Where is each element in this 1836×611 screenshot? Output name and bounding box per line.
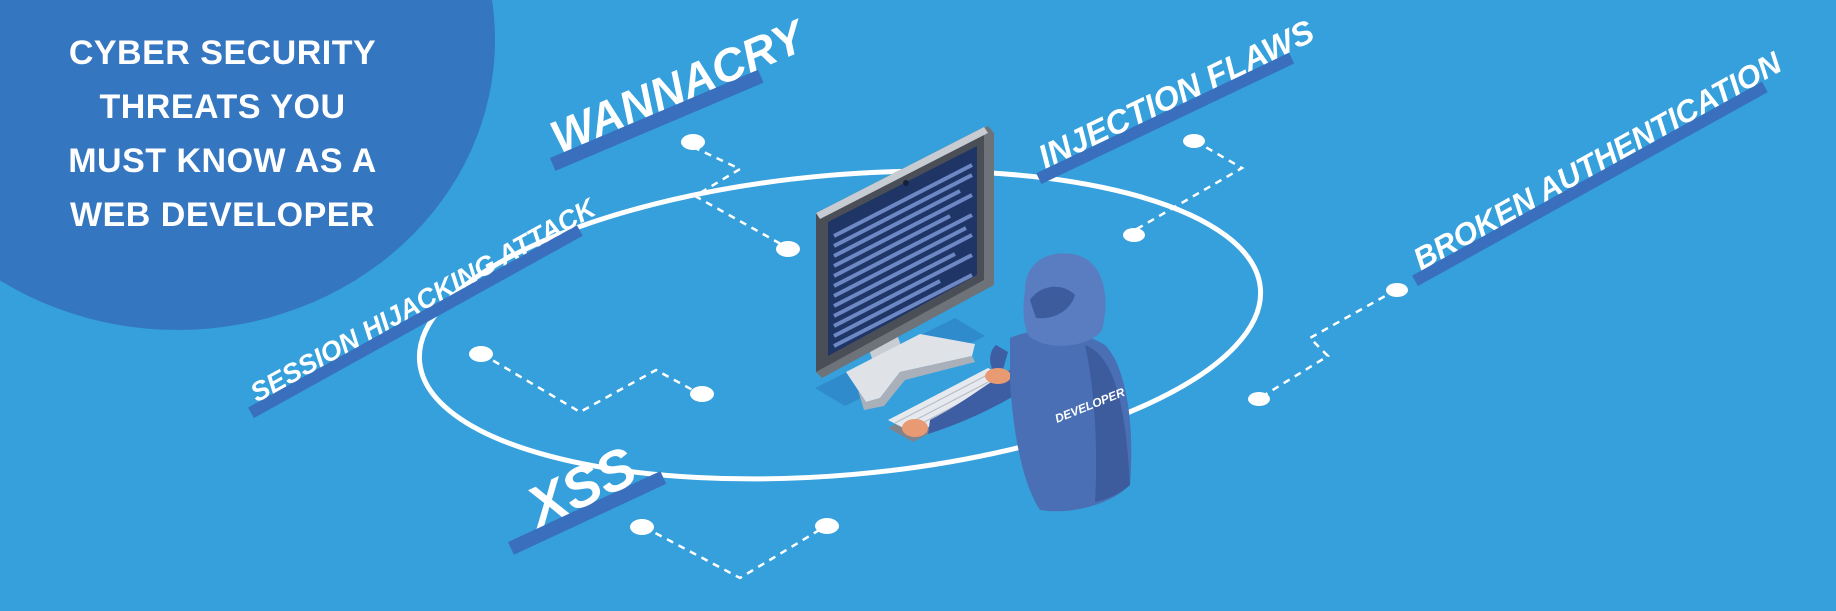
label-band: [549, 69, 764, 171]
dot-session-ring: [690, 386, 714, 402]
left-arm: [928, 370, 1020, 434]
title-line-4: WEB DEVELOPER: [70, 196, 375, 234]
right-hand: [985, 368, 1011, 384]
connector-injection: [1134, 139, 1245, 232]
dot-broken-auth-start: [1386, 283, 1408, 297]
threat-injection-flaws: INJECTION FLAWS: [1032, 12, 1320, 185]
page-title: CYBER SECURITY THREATS YOU MUST KNOW AS …: [30, 26, 415, 242]
dot-wannacry-ring: [776, 241, 800, 257]
threat-wannacry: WANNACRY: [543, 8, 816, 171]
threat-session-hijacking: SESSION HIJACKING ATTACK: [245, 192, 603, 419]
code-lines: [833, 163, 973, 348]
connector-dots: [469, 134, 1408, 535]
connector-wannacry: [692, 145, 789, 250]
dot-injection-start: [1183, 134, 1205, 148]
connector-broken-auth: [1257, 288, 1397, 401]
dot-injection-ring: [1123, 228, 1145, 242]
label-band: [1036, 52, 1295, 185]
dot-session-start: [469, 346, 493, 362]
label-band: [1412, 81, 1768, 287]
dot-xss-start: [630, 519, 654, 535]
hood-fold: [1030, 286, 1075, 319]
left-hand: [902, 419, 928, 437]
title-line-1: CYBER SECURITY: [68, 34, 377, 72]
monitor-top-edge: [816, 127, 988, 219]
title-line-3: MUST KNOW AS A: [68, 142, 377, 180]
label-band: [248, 225, 583, 419]
title-line-2: THREATS YOU: [99, 88, 346, 126]
developer-figure: DEVELOPER: [902, 253, 1132, 512]
monitor-base-edge: [858, 356, 975, 410]
webcam-icon: [903, 180, 909, 186]
hoodie-shade: [1085, 345, 1130, 502]
threat-wannacry-label: WANNACRY: [543, 8, 816, 163]
label-band: [508, 471, 667, 555]
dot-xss-ring: [815, 518, 839, 534]
threat-broken-authentication: BROKEN AUTHENTICATION: [1407, 45, 1788, 287]
monitor-base: [846, 334, 975, 402]
dot-wannacry-start: [681, 134, 705, 150]
orbit-ring: [416, 168, 1264, 482]
connector-session: [481, 352, 701, 414]
connector-lines: [481, 139, 1397, 580]
threat-broken-auth-label: BROKEN AUTHENTICATION: [1407, 45, 1788, 277]
dot-broken-auth-ring: [1248, 392, 1270, 406]
threat-injection-label: INJECTION FLAWS: [1032, 12, 1319, 175]
connector-xss: [643, 524, 827, 580]
